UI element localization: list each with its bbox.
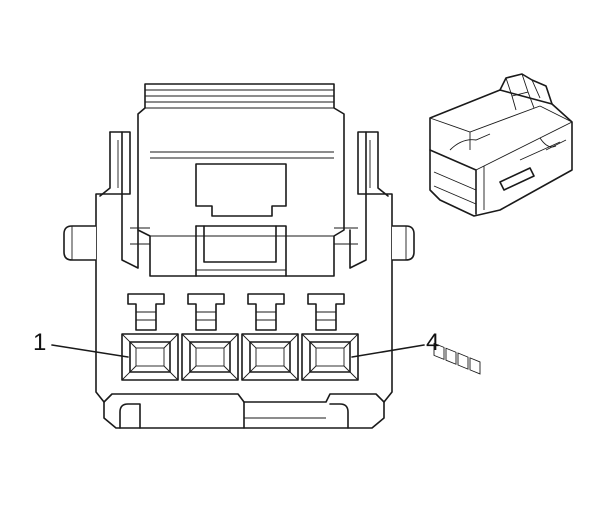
cavity-1 (121, 333, 179, 381)
pin-label-4: 4 (426, 329, 440, 356)
retainer-tab (127, 293, 165, 331)
retainer-tab (187, 293, 225, 331)
pin-label-1: 1 (33, 329, 47, 356)
terminal-retainers (127, 293, 345, 331)
retainer-tab (307, 293, 345, 331)
cavity-4 (301, 333, 359, 381)
cavity-2 (181, 333, 239, 381)
leader-line-4 (351, 344, 425, 358)
terminal-cavities (121, 333, 359, 381)
retainer-tab (247, 293, 285, 331)
leader-line-1 (51, 344, 129, 358)
connector-isometric-inset (429, 73, 573, 375)
cavity-3 (241, 333, 299, 381)
connector-face-view (63, 83, 415, 429)
